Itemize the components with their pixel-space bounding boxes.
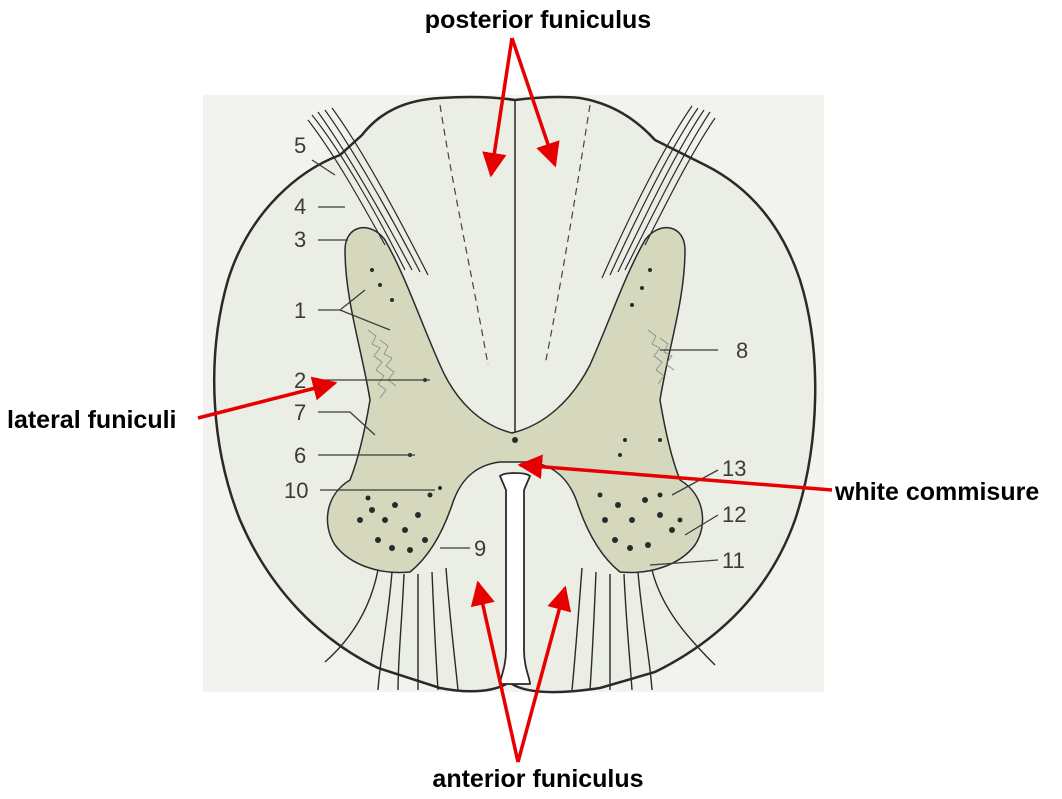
- arrow-white-commissure: [517, 454, 833, 492]
- label-anterior-funiculus: anterior funiculus: [432, 765, 643, 793]
- central-canal: [512, 437, 518, 443]
- leader-lines: [311, 159, 719, 566]
- label-num-13: 13: [722, 456, 746, 481]
- ventral-root-left: [324, 567, 459, 691]
- arrow-posterior-left: [482, 37, 514, 178]
- dorsal-root-right: [601, 105, 716, 279]
- label-num-10: 10: [284, 478, 308, 503]
- arrow-anterior-right: [516, 585, 572, 763]
- label-num-11: 11: [722, 548, 745, 573]
- label-num-8: 8: [736, 338, 748, 363]
- callout-arrows: [197, 37, 833, 763]
- label-posterior-funiculus: posterior funiculus: [425, 6, 651, 34]
- arrow-lateral: [197, 376, 338, 420]
- reticular-formation: [367, 329, 675, 399]
- arrow-anterior-left: [470, 580, 520, 763]
- fasciculus-boundary-right: [544, 104, 591, 366]
- arrow-posterior-right: [510, 37, 560, 168]
- label-num-3: 3: [294, 227, 306, 252]
- label-num-2: 2: [294, 368, 306, 393]
- label-num-6: 6: [294, 443, 306, 468]
- label-white-commissure: white commisure: [834, 478, 1039, 506]
- fasciculus-boundary-left: [439, 104, 489, 366]
- ventral-root-right: [571, 567, 716, 691]
- label-num-5: 5: [294, 133, 306, 158]
- label-num-9: 9: [474, 536, 486, 561]
- label-num-1: 1: [294, 298, 306, 323]
- neuron-clusters: [357, 268, 683, 553]
- label-num-7: 7: [294, 400, 306, 425]
- dorsal-root-left: [307, 107, 429, 276]
- grey-matter: [326, 226, 704, 574]
- label-lateral-funiculi: lateral funiculi: [7, 406, 176, 434]
- label-num-4: 4: [294, 194, 306, 219]
- label-num-12: 12: [722, 502, 746, 527]
